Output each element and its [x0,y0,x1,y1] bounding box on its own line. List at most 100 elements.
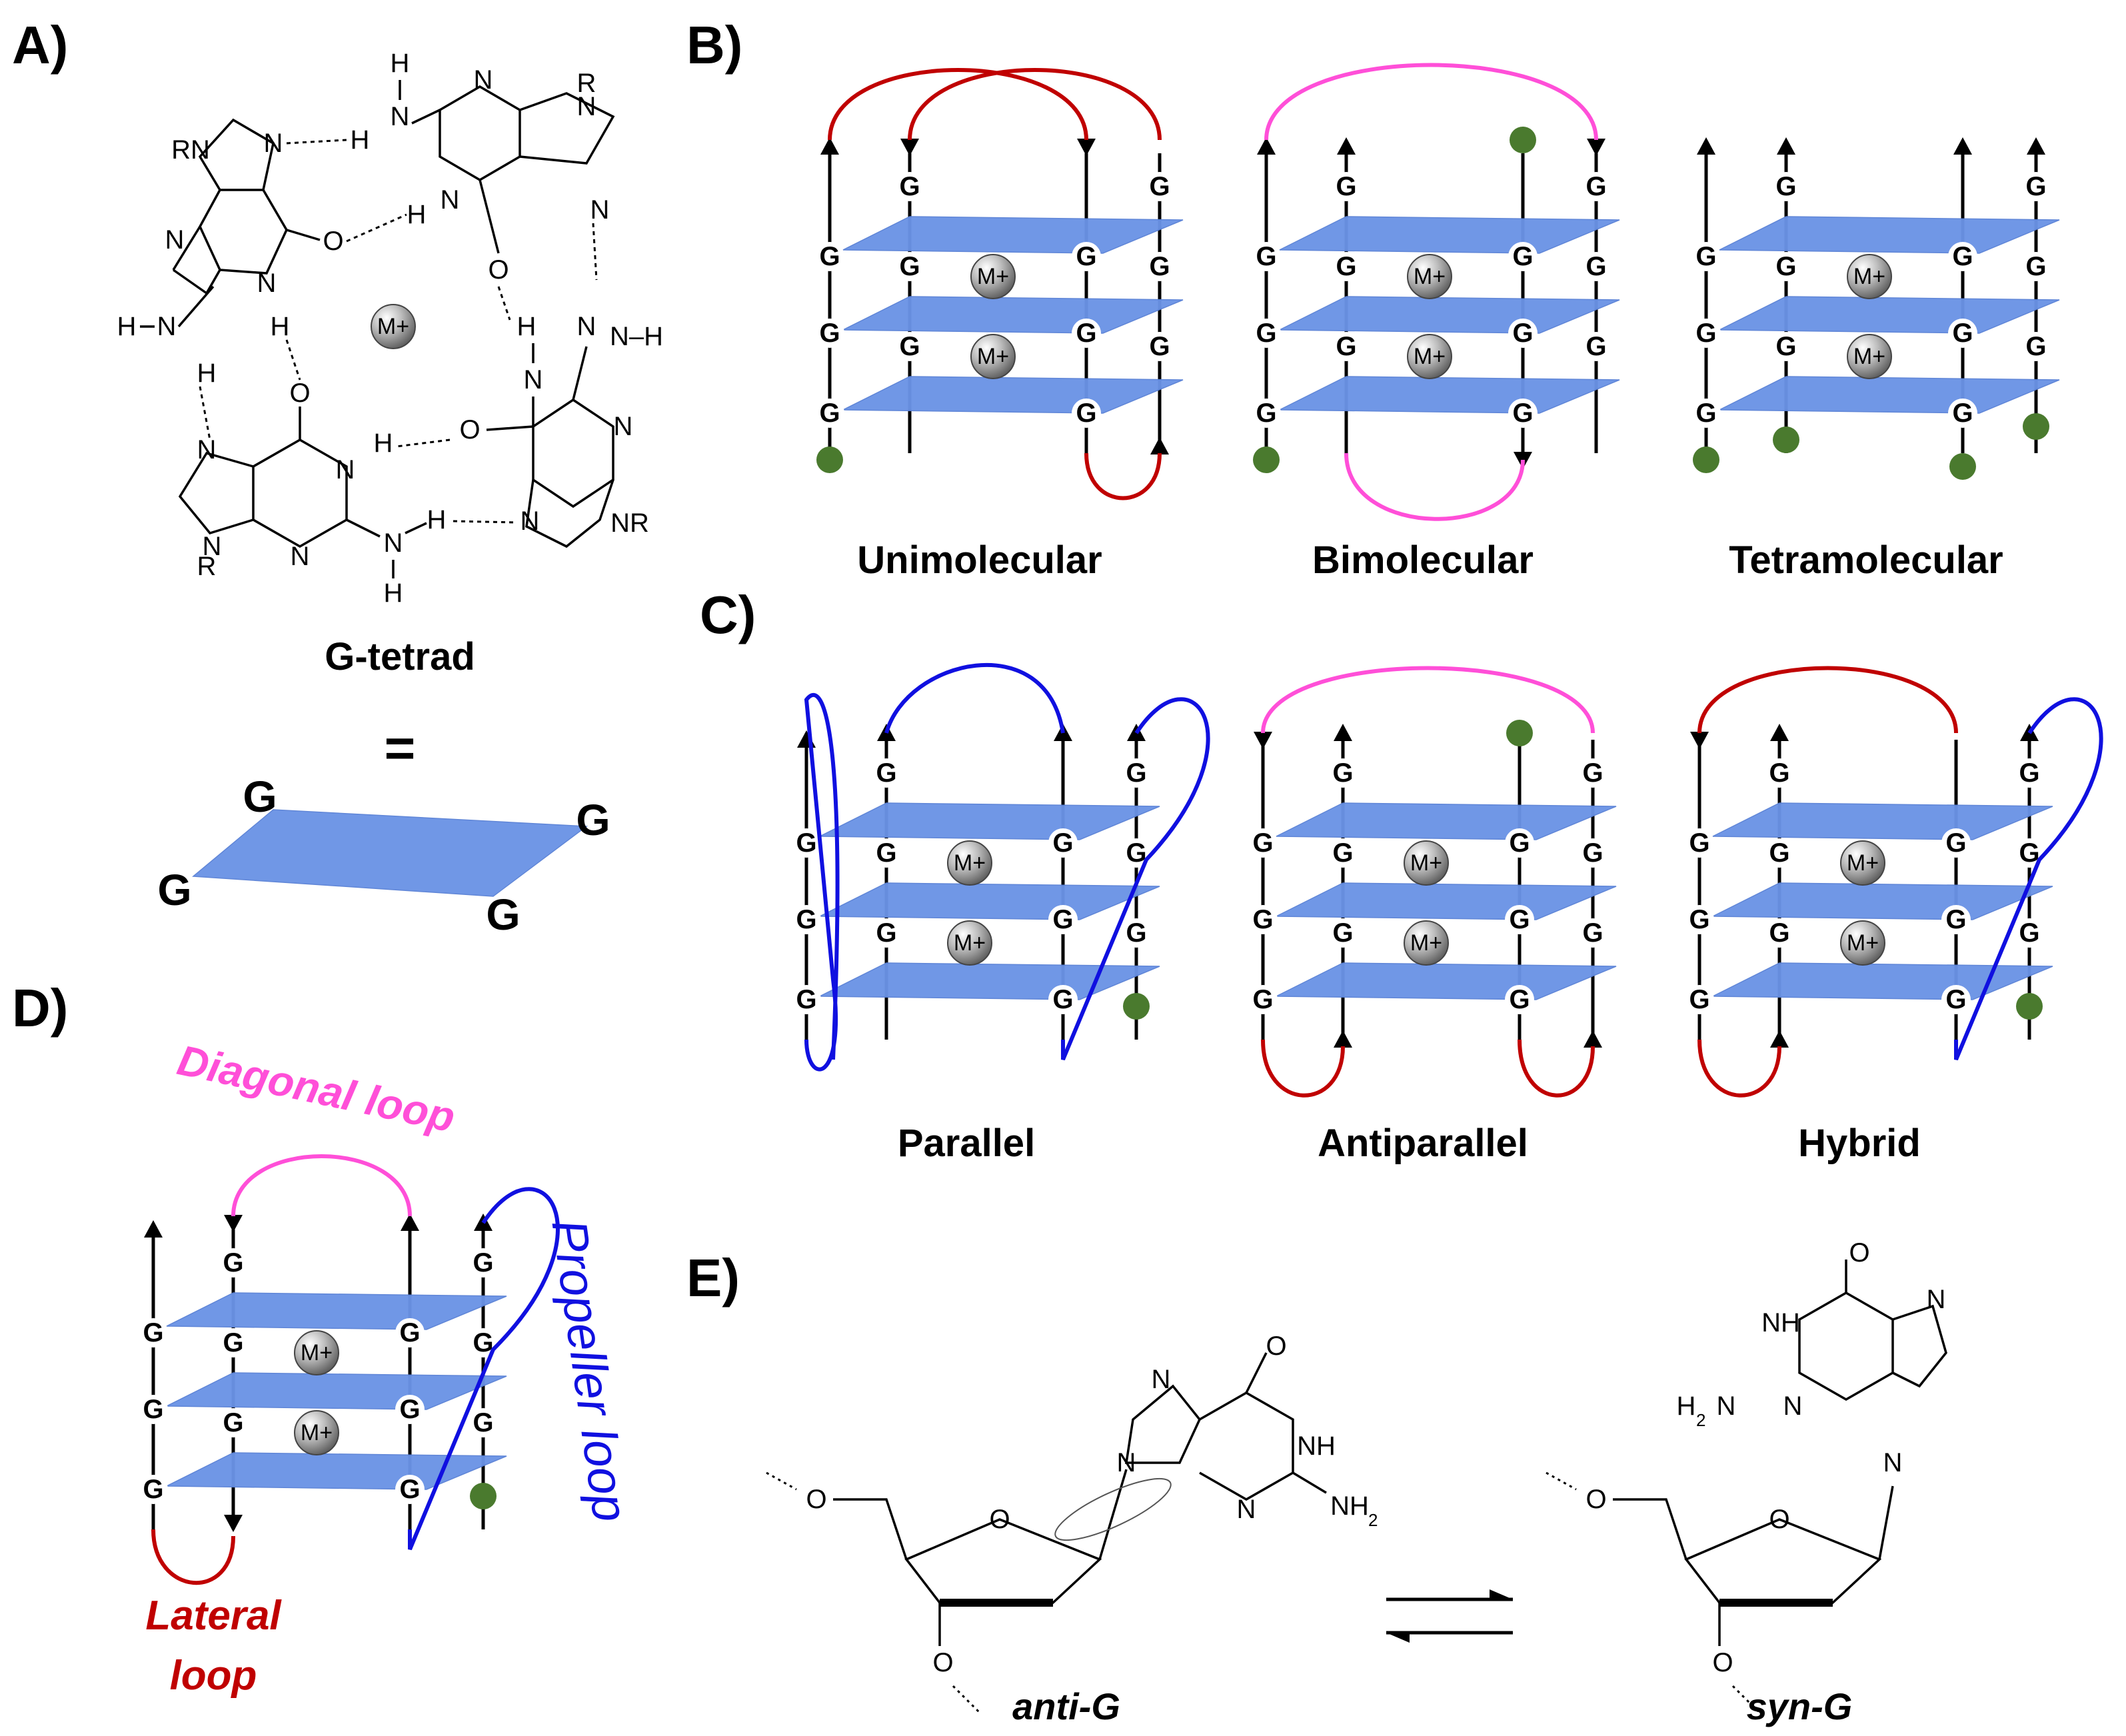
metal-ion-label: M+ [954,850,986,876]
guanine-lower-right: N N H N–H O N N NR [459,312,663,548]
propeller-loop [804,692,840,1072]
g-background [469,1248,498,1278]
terminal-dot [470,1483,497,1509]
metal-ion-icon [970,334,1016,379]
g-background [815,319,844,348]
g-label: G [1512,319,1533,348]
equals-sign: = [385,718,416,778]
g-label: G [1775,332,1796,361]
g-label: G [796,985,816,1014]
tetrad-plane [166,1452,507,1490]
svg-text:O: O [806,1485,826,1514]
lateral-loop [1697,666,1958,734]
g-background [1771,252,1801,281]
tetrad-plane [1276,882,1617,920]
g-background [1328,758,1358,788]
metal-ion-icon [294,1330,339,1375]
g-label: G [1582,838,1603,868]
g-label: G [1509,828,1530,858]
arrow-up-icon [144,1220,163,1238]
g-background [792,828,821,858]
svg-text:H: H [351,125,370,155]
g-label: G [1582,918,1603,948]
g-background [1771,332,1801,361]
g-label: G [1769,758,1789,788]
g-label: G [1512,242,1533,271]
g-background [1691,242,1721,271]
g-label: G [1586,252,1606,281]
svg-text:2: 2 [1368,1510,1378,1530]
caption-bimolecular: Bimolecular [1312,538,1534,582]
g-background [1248,985,1278,1014]
g-background [1508,319,1538,348]
svg-text:N: N [614,412,633,441]
arrow-up-icon [2027,137,2045,155]
g-label: G [1336,172,1356,201]
g-background [815,242,844,271]
svg-text:N: N [1783,1391,1803,1421]
tetrad-plane [819,802,1160,840]
label-lateral-loop-line1: Lateral [145,1593,282,1639]
svg-text:N: N [524,365,543,395]
g-label: G [1945,985,1966,1014]
svg-text:G: G [157,865,191,914]
g-label: G [2025,252,2046,281]
g-label: G [473,1408,493,1437]
label-lateral-loop-line2: loop [170,1653,257,1699]
svg-text:N: N [197,435,217,464]
arrow-down-icon [224,1515,243,1532]
tetrad-plane [842,376,1184,414]
arrow-up-icon [1337,137,1356,155]
caption-unimolecular: Unimolecular [857,538,1102,582]
g-label: G [473,1248,493,1278]
metal-ion-label: M+ [301,1420,333,1445]
g-background [1332,172,1361,201]
svg-text:O: O [323,227,343,256]
g-label: G [1149,332,1170,361]
g-background [1122,918,1151,948]
g-label: G [1952,242,1973,271]
propeller-loop [884,663,1065,734]
g-background [2021,252,2051,281]
panel-label-b: B) [686,15,742,75]
g-background [1248,905,1278,934]
g-label: G [1052,905,1073,934]
g-label: G [1945,828,1966,858]
svg-text:O: O [989,1505,1010,1534]
svg-text:N: N [590,195,610,225]
terminal-dot [1253,446,1280,473]
svg-text:H: H [391,49,410,78]
quadruplex-schematics: GGGGGGGGGGGGM+M+GGGGGGGGGGGGM+M+GGGGGGGG… [139,63,2103,1585]
g-label: G [1256,319,1276,348]
g-background [1765,838,1794,868]
g-background [1578,838,1607,868]
svg-text:N: N [441,185,460,215]
guanine-upper-right: N H H N N R N N H O [351,49,615,285]
svg-text:N: N [1237,1495,1256,1524]
g-background [1582,332,1611,361]
tetrad-plane [1276,802,1617,840]
tetrad-plane [1719,376,2060,414]
g-background [1072,319,1101,348]
g-background [2015,918,2044,948]
g-label: G [399,1395,420,1424]
g-background [815,399,844,428]
svg-text:H: H [197,359,217,388]
g-background [1122,758,1151,788]
tetrad-plane [1719,216,2060,254]
tetrad-plane [1279,216,1620,254]
metal-ion-icon [1847,254,1892,299]
tetrad-plane [166,1292,507,1330]
g-background [1582,172,1611,201]
g-label: G [1952,399,1973,428]
g-background [219,1248,248,1278]
g-background [395,1395,425,1424]
g-label: G [223,1328,243,1357]
g-label: G [1076,399,1096,428]
arrow-up-icon [1150,437,1169,454]
g-background [1332,252,1361,281]
anti-g-nucleoside: O O O N N O NH N NH 2 [766,1331,1378,1714]
